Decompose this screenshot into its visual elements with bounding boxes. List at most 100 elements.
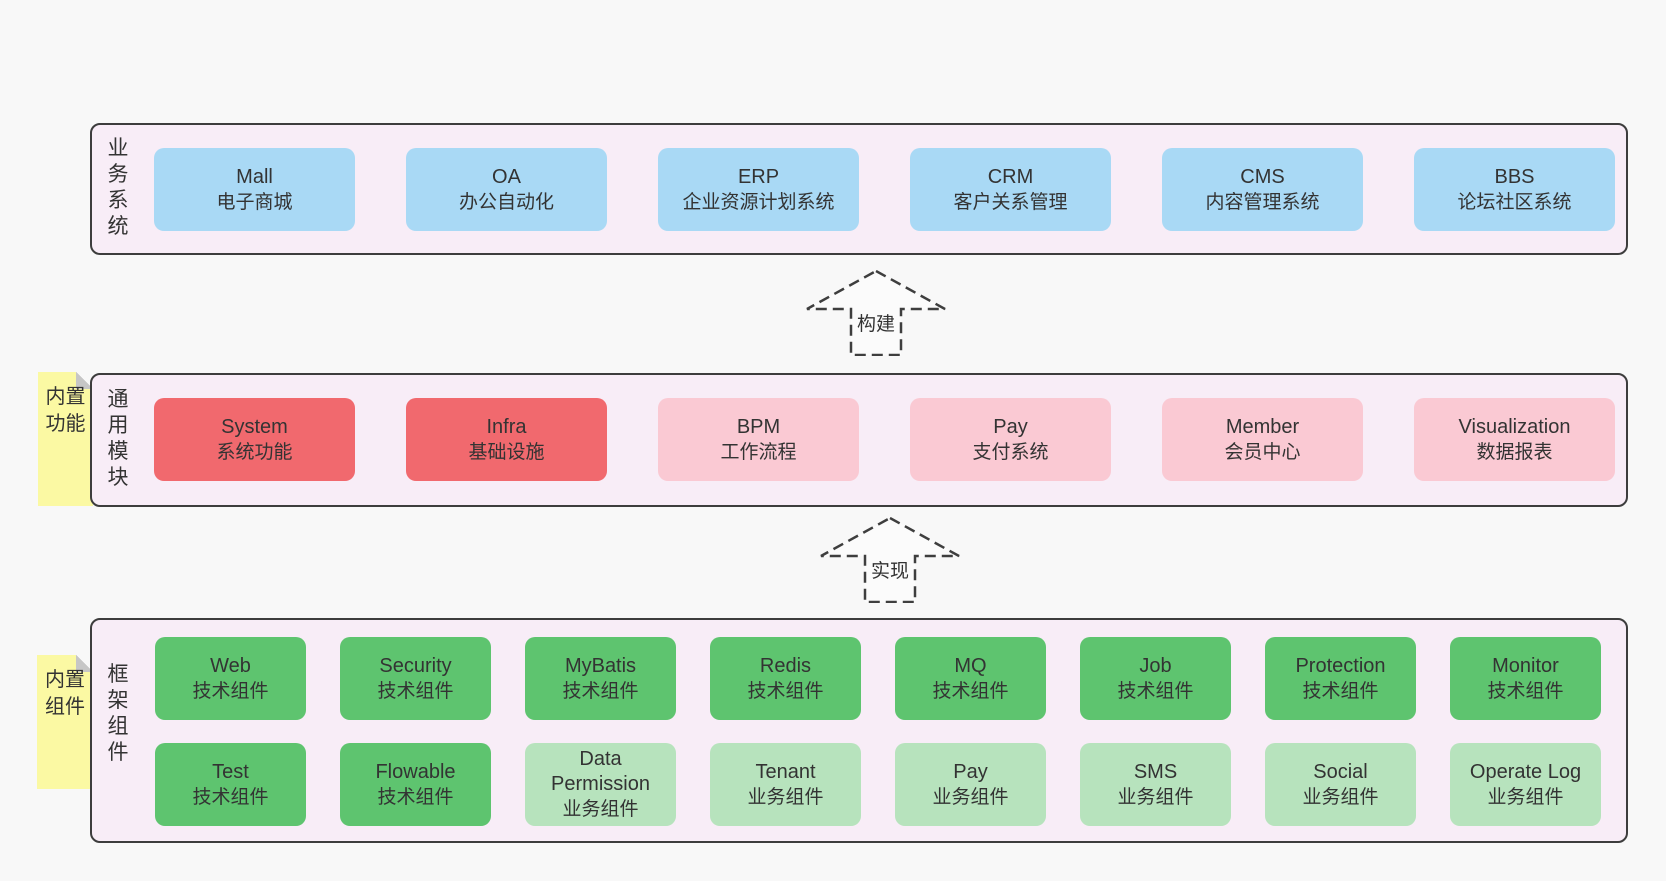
box-mq: MQ 技术组件 bbox=[895, 637, 1046, 720]
sticky-note-builtin-components: 内置组件 bbox=[37, 655, 93, 789]
box-title: MyBatis bbox=[564, 654, 637, 677]
box-operate-log: Operate Log 业务组件 bbox=[1450, 743, 1601, 826]
box-title: Test bbox=[212, 760, 249, 783]
box-crm: CRM 客户关系管理 bbox=[910, 148, 1111, 231]
box-infra: Infra 基础设施 bbox=[406, 398, 607, 481]
box-title: Pay bbox=[993, 415, 1028, 438]
box-social: Social 业务组件 bbox=[1265, 743, 1416, 826]
folded-corner-icon bbox=[76, 372, 93, 389]
box-title: SMS bbox=[1133, 760, 1178, 783]
sticky-note-text: 内置组件 bbox=[45, 669, 85, 718]
box-subtitle: 业务组件 bbox=[562, 799, 639, 820]
box-subtitle: 基础设施 bbox=[468, 441, 545, 463]
box-title: CMS bbox=[1240, 165, 1285, 188]
common-modules-row: System 系统功能 Infra 基础设施 BPM 工作流程 Pay 支付系统… bbox=[154, 398, 1615, 481]
box-redis: Redis 技术组件 bbox=[710, 637, 861, 720]
box-title: Flowable bbox=[375, 760, 456, 783]
layer-label: 通用模块 bbox=[107, 388, 129, 489]
box-title: Redis bbox=[759, 654, 812, 677]
box-mybatis: MyBatis 技术组件 bbox=[525, 637, 676, 720]
box-title: Visualization bbox=[1458, 415, 1571, 438]
box-bbs: BBS 论坛社区系统 bbox=[1414, 148, 1615, 231]
box-title: System bbox=[221, 415, 288, 438]
box-member: Member 会员中心 bbox=[1162, 398, 1363, 481]
box-subtitle: 业务组件 bbox=[1487, 786, 1564, 808]
box-subtitle: 企业资源计划系统 bbox=[682, 191, 835, 213]
box-subtitle: 技术组件 bbox=[192, 680, 269, 702]
box-subtitle: 电子商城 bbox=[216, 191, 293, 213]
box-title: Infra bbox=[486, 415, 527, 438]
box-title: Data Permission bbox=[551, 748, 650, 795]
box-subtitle: 技术组件 bbox=[747, 680, 824, 702]
arrow-implement: 实现 bbox=[820, 517, 960, 603]
box-pay: Pay 支付系统 bbox=[910, 398, 1111, 481]
box-title: Operate Log bbox=[1469, 760, 1582, 783]
box-title: Web bbox=[210, 654, 251, 677]
box-visualization: Visualization 数据报表 bbox=[1414, 398, 1615, 481]
box-title: MQ bbox=[954, 654, 987, 677]
box-pay-component: Pay 业务组件 bbox=[895, 743, 1046, 826]
box-system: System 系统功能 bbox=[154, 398, 355, 481]
box-subtitle: 技术组件 bbox=[932, 680, 1009, 702]
sticky-note-text: 内置功能 bbox=[45, 386, 86, 435]
box-tenant: Tenant 业务组件 bbox=[710, 743, 861, 826]
box-cms: CMS 内容管理系统 bbox=[1162, 148, 1363, 231]
box-oa: OA 办公自动化 bbox=[406, 148, 607, 231]
box-data-permission: Data Permission 业务组件 bbox=[525, 743, 676, 826]
box-subtitle: 业务组件 bbox=[747, 786, 824, 808]
box-title: Social bbox=[1313, 760, 1368, 783]
arrow-label: 构建 bbox=[854, 309, 898, 336]
box-subtitle: 数据报表 bbox=[1476, 441, 1553, 463]
box-subtitle: 业务组件 bbox=[1117, 786, 1194, 808]
box-web: Web 技术组件 bbox=[155, 637, 306, 720]
box-subtitle: 技术组件 bbox=[1302, 680, 1379, 702]
box-sms: SMS 业务组件 bbox=[1080, 743, 1231, 826]
box-title: Mall bbox=[236, 165, 273, 188]
box-mall: Mall 电子商城 bbox=[154, 148, 355, 231]
box-title: Protection bbox=[1295, 654, 1386, 677]
box-job: Job 技术组件 bbox=[1080, 637, 1231, 720]
box-test: Test 技术组件 bbox=[155, 743, 306, 826]
box-title: CRM bbox=[987, 165, 1034, 188]
sticky-note-builtin-features: 内置功能 bbox=[38, 372, 93, 506]
box-title: Security bbox=[379, 654, 452, 677]
box-title: Job bbox=[1139, 654, 1172, 677]
box-title: Pay bbox=[953, 760, 988, 783]
box-subtitle: 技术组件 bbox=[377, 680, 454, 702]
box-title: ERP bbox=[737, 165, 780, 188]
box-erp: ERP 企业资源计划系统 bbox=[658, 148, 859, 231]
box-subtitle: 技术组件 bbox=[562, 680, 639, 702]
box-subtitle: 内容管理系统 bbox=[1205, 191, 1320, 213]
box-title: OA bbox=[492, 165, 521, 188]
layer-framework-components: 框架组件 Web 技术组件 Security 技术组件 MyBatis 技术组件… bbox=[90, 618, 1628, 843]
business-systems-row: Mall 电子商城 OA 办公自动化 ERP 企业资源计划系统 CRM 客户关系… bbox=[154, 148, 1615, 231]
box-subtitle: 技术组件 bbox=[1117, 680, 1194, 702]
layer-business-systems: 业务系统 Mall 电子商城 OA 办公自动化 ERP 企业资源计划系统 CRM… bbox=[90, 123, 1628, 255]
box-subtitle: 技术组件 bbox=[1487, 680, 1564, 702]
box-subtitle: 技术组件 bbox=[192, 786, 269, 808]
box-subtitle: 系统功能 bbox=[216, 441, 293, 463]
layer-label: 业务系统 bbox=[107, 137, 129, 238]
box-subtitle: 业务组件 bbox=[1302, 786, 1379, 808]
box-title: Member bbox=[1225, 415, 1300, 438]
framework-components-row-1: Web 技术组件 Security 技术组件 MyBatis 技术组件 Redi… bbox=[155, 637, 1601, 720]
layer-common-modules: 通用模块 System 系统功能 Infra 基础设施 BPM 工作流程 Pay… bbox=[90, 373, 1628, 507]
box-protection: Protection 技术组件 bbox=[1265, 637, 1416, 720]
box-subtitle: 办公自动化 bbox=[458, 191, 554, 213]
box-title: Tenant bbox=[755, 760, 816, 783]
arrow-build: 构建 bbox=[806, 270, 946, 356]
layer-label: 框架组件 bbox=[107, 663, 129, 764]
box-title: Monitor bbox=[1492, 654, 1559, 677]
box-bpm: BPM 工作流程 bbox=[658, 398, 859, 481]
box-monitor: Monitor 技术组件 bbox=[1450, 637, 1601, 720]
box-flowable: Flowable 技术组件 bbox=[340, 743, 491, 826]
box-title: BPM bbox=[736, 415, 781, 438]
box-subtitle: 业务组件 bbox=[932, 786, 1009, 808]
box-subtitle: 技术组件 bbox=[377, 786, 454, 808]
box-security: Security 技术组件 bbox=[340, 637, 491, 720]
framework-components-row-2: Test 技术组件 Flowable 技术组件 Data Permission … bbox=[155, 743, 1601, 826]
box-subtitle: 工作流程 bbox=[720, 441, 797, 463]
box-subtitle: 论坛社区系统 bbox=[1457, 191, 1572, 213]
box-subtitle: 客户关系管理 bbox=[953, 191, 1068, 213]
box-subtitle: 支付系统 bbox=[972, 441, 1049, 463]
